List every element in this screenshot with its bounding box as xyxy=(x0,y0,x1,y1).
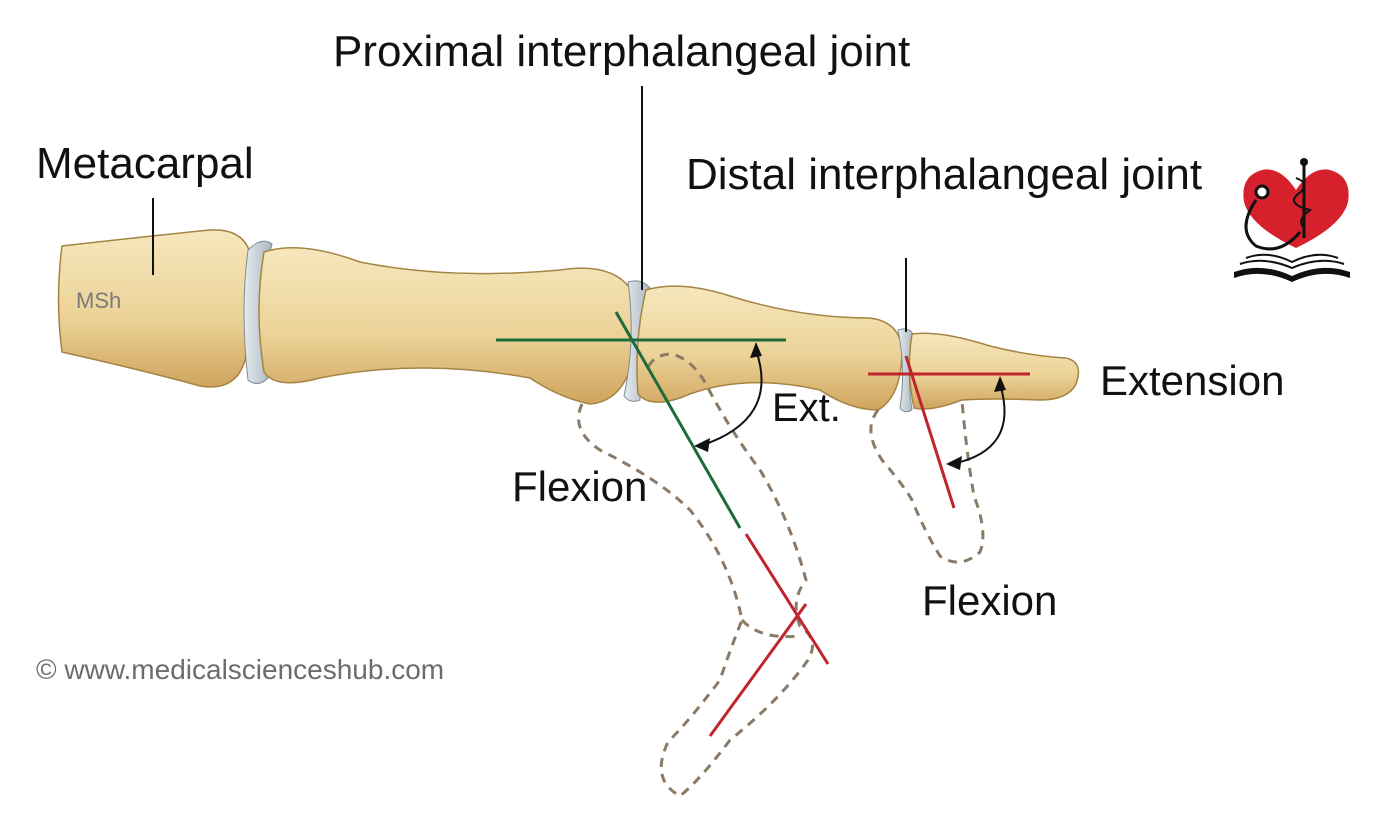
extension-label: Extension xyxy=(1100,357,1285,404)
metacarpal-label: Metacarpal xyxy=(36,139,254,188)
heart-stethoscope-book-logo xyxy=(1234,158,1350,282)
flexed-outline-mid xyxy=(740,618,801,639)
flexion-distal-label: Flexion xyxy=(922,577,1058,624)
dip-flexion-axis xyxy=(904,355,956,509)
proximal-joint-label: Proximal interphalangeal joint xyxy=(333,27,911,76)
pip-arc-arrowhead-bottom xyxy=(694,438,710,452)
flexed-outline-pip xyxy=(577,352,814,798)
flexion-proximal-label: Flexion xyxy=(512,463,648,510)
dip-angle-arc xyxy=(951,383,1006,465)
dip-arc-arrowhead-bottom xyxy=(946,456,962,470)
flexed-outline-dip xyxy=(869,399,985,564)
pip-arc-arrowhead-top xyxy=(750,342,762,358)
dip-arc-arrowhead-top xyxy=(994,376,1006,392)
proximal-phalanx xyxy=(258,247,639,405)
watermark: MSh xyxy=(76,288,122,313)
distal-joint-label: Distal interphalangeal joint xyxy=(686,150,1203,199)
distal-phalanx xyxy=(908,332,1080,410)
distal-flexed-axis xyxy=(708,603,808,737)
copyright-notice: © www.medicalscienceshub.com xyxy=(36,654,445,685)
middle-phalanx xyxy=(636,285,903,411)
ext-short-label: Ext. xyxy=(772,386,841,430)
metacarpal-bone xyxy=(57,229,255,388)
mid-flexed-axis xyxy=(744,533,830,665)
pip-flexion-axis xyxy=(614,311,742,529)
pip-angle-arc xyxy=(699,349,763,447)
